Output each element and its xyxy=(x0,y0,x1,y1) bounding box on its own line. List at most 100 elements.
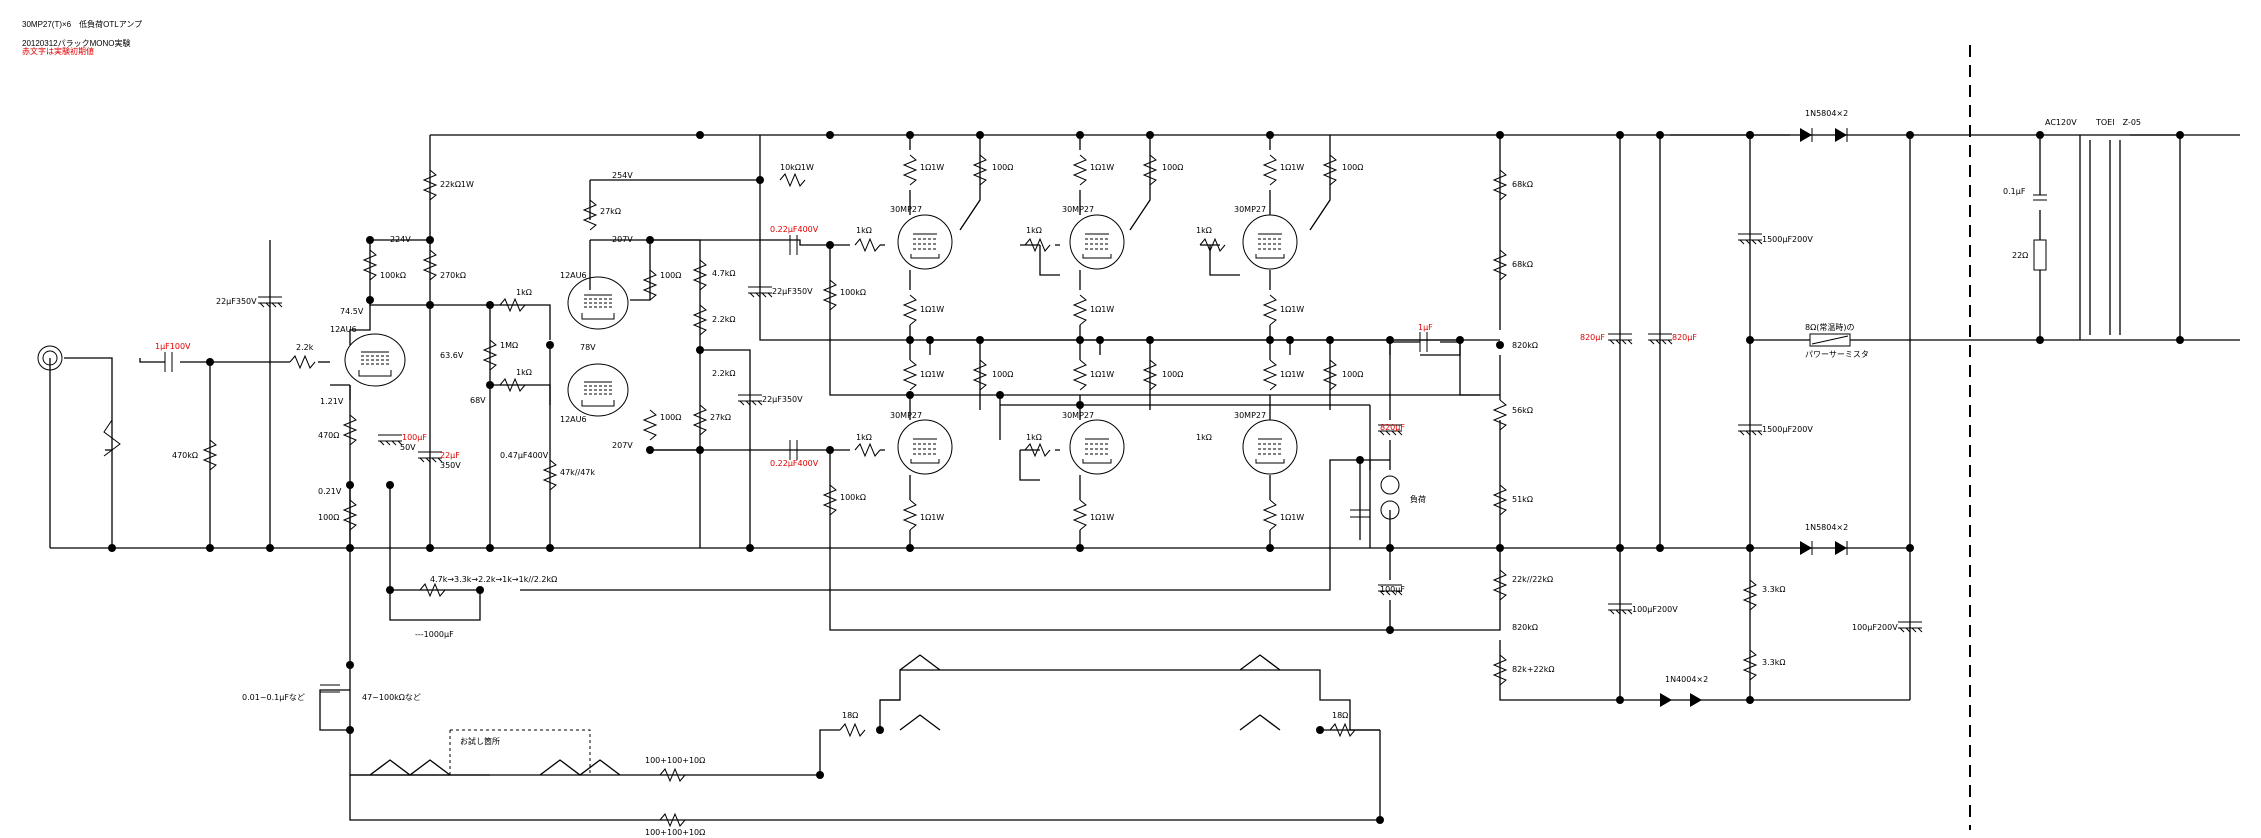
svg-text:470Ω: 470Ω xyxy=(318,431,339,440)
svg-text:1MΩ: 1MΩ xyxy=(500,341,518,350)
svg-text:1kΩ: 1kΩ xyxy=(1196,433,1212,442)
trial-box xyxy=(449,729,591,775)
svg-text:100kΩ: 100kΩ xyxy=(380,271,406,280)
svg-text:100Ω: 100Ω xyxy=(318,513,339,522)
svg-text:207V: 207V xyxy=(612,235,633,244)
svg-text:68kΩ: 68kΩ xyxy=(1512,260,1533,269)
svg-text:30MP27: 30MP27 xyxy=(1062,411,1094,420)
svg-text:1Ω1W: 1Ω1W xyxy=(1280,305,1304,314)
svg-text:0.22μF400V: 0.22μF400V xyxy=(770,459,819,468)
svg-text:30MP27: 30MP27 xyxy=(1234,205,1266,214)
svg-text:82k+22kΩ: 82k+22kΩ xyxy=(1512,665,1554,674)
svg-text:27kΩ: 27kΩ xyxy=(710,413,731,422)
svg-text:1kΩ: 1kΩ xyxy=(1026,226,1042,235)
svg-text:1kΩ: 1kΩ xyxy=(516,288,532,297)
svg-text:1Ω1W: 1Ω1W xyxy=(1090,163,1114,172)
svg-text:100μF: 100μF xyxy=(402,433,427,442)
svg-text:820μF: 820μF xyxy=(1672,333,1697,342)
svg-text:74.5V: 74.5V xyxy=(340,307,364,316)
svg-text:68V: 68V xyxy=(470,396,486,405)
svg-text:100Ω: 100Ω xyxy=(992,370,1013,379)
svg-text:50V: 50V xyxy=(400,443,416,452)
svg-text:224V: 224V xyxy=(390,235,411,244)
svg-text:22μF350V: 22μF350V xyxy=(216,297,257,306)
subtitle-experiment: 20120312パラックMONO実験 xyxy=(22,39,131,48)
svg-text:18Ω: 18Ω xyxy=(842,711,858,720)
svg-text:100kΩ: 100kΩ xyxy=(840,288,866,297)
svg-text:TOEI Z-05: TOEI Z-05 xyxy=(2095,118,2141,127)
resistor-22ohm xyxy=(2033,239,2047,271)
svg-text:0.47μF400V: 0.47μF400V xyxy=(500,451,549,460)
svg-text:820μF: 820μF xyxy=(1380,423,1405,432)
svg-text:4.7k→3.3k→2.2k→1k→1k//2.2kΩ: 4.7k→3.3k→2.2k→1k→1k//2.2kΩ xyxy=(430,575,557,584)
svg-text:1kΩ: 1kΩ xyxy=(856,226,872,235)
svg-text:47~100kΩなど: 47~100kΩなど xyxy=(362,693,421,702)
electrolytic-caps xyxy=(257,233,1923,633)
svg-text:1Ω1W: 1Ω1W xyxy=(1280,370,1304,379)
svg-text:1N4004×2: 1N4004×2 xyxy=(1665,675,1708,684)
svg-text:22kΩ1W: 22kΩ1W xyxy=(440,180,474,189)
svg-text:207V: 207V xyxy=(612,441,633,450)
svg-text:3.3kΩ: 3.3kΩ xyxy=(1762,658,1785,667)
svg-text:2.2kΩ: 2.2kΩ xyxy=(712,315,735,324)
svg-text:100Ω: 100Ω xyxy=(1162,370,1183,379)
svg-text:30MP27: 30MP27 xyxy=(1234,411,1266,420)
svg-text:100Ω: 100Ω xyxy=(660,413,681,422)
svg-text:8Ω(常温時)の: 8Ω(常温時)の xyxy=(1805,323,1854,332)
svg-text:1Ω1W: 1Ω1W xyxy=(920,305,944,314)
svg-text:1Ω1W: 1Ω1W xyxy=(1090,305,1114,314)
volume-pot xyxy=(103,419,121,457)
svg-text:22Ω: 22Ω xyxy=(2012,251,2028,260)
svg-text:100μF200V: 100μF200V xyxy=(1852,623,1898,632)
svg-text:820μF: 820μF xyxy=(1580,333,1605,342)
svg-text:68kΩ: 68kΩ xyxy=(1512,180,1533,189)
svg-text:4.7kΩ: 4.7kΩ xyxy=(712,269,735,278)
svg-text:27kΩ: 27kΩ xyxy=(600,207,621,216)
svg-text:63.6V: 63.6V xyxy=(440,351,464,360)
svg-text:1.21V: 1.21V xyxy=(320,397,344,406)
svg-text:820kΩ: 820kΩ xyxy=(1512,623,1538,632)
mid-zigzag xyxy=(899,714,1281,731)
svg-text:100+100+10Ω: 100+100+10Ω xyxy=(645,828,705,837)
tubes xyxy=(344,214,1298,475)
svg-text:22k//22kΩ: 22k//22kΩ xyxy=(1512,575,1553,584)
svg-text:254V: 254V xyxy=(612,171,633,180)
svg-text:1N5804×2: 1N5804×2 xyxy=(1805,523,1848,532)
svg-text:1kΩ: 1kΩ xyxy=(1026,433,1042,442)
svg-text:1μF100V: 1μF100V xyxy=(155,342,191,351)
svg-text:1kΩ: 1kΩ xyxy=(856,433,872,442)
svg-text:お試し箇所: お試し箇所 xyxy=(460,736,500,746)
component-labels: 22kΩ1W 10kΩ1W 254V 224V 207V 207V 27kΩ 2… xyxy=(155,109,2141,837)
svg-text:30MP27: 30MP27 xyxy=(890,411,922,420)
svg-text:820kΩ: 820kΩ xyxy=(1512,341,1538,350)
svg-text:22μF350V: 22μF350V xyxy=(762,395,803,404)
svg-text:12AU6: 12AU6 xyxy=(330,325,357,334)
svg-text:30MP27: 30MP27 xyxy=(1062,205,1094,214)
svg-text:18Ω: 18Ω xyxy=(1332,711,1348,720)
svg-text:56kΩ: 56kΩ xyxy=(1512,406,1533,415)
svg-text:1Ω1W: 1Ω1W xyxy=(920,370,944,379)
svg-text:350V: 350V xyxy=(440,461,461,470)
svg-text:1500μF200V: 1500μF200V xyxy=(1762,235,1813,244)
svg-text:1kΩ: 1kΩ xyxy=(1196,226,1212,235)
svg-text:30MP27: 30MP27 xyxy=(890,205,922,214)
svg-text:1kΩ: 1kΩ xyxy=(516,368,532,377)
svg-text:51kΩ: 51kΩ xyxy=(1512,495,1533,504)
svg-text:パワーサーミスタ: パワーサーミスタ xyxy=(1805,350,1869,359)
svg-text:0.1μF: 0.1μF xyxy=(2003,187,2026,196)
svg-text:78V: 78V xyxy=(580,343,596,352)
svg-text:負荷: 負荷 xyxy=(1410,494,1426,504)
svg-text:1Ω1W: 1Ω1W xyxy=(920,163,944,172)
page-title: 30MP27(T)×6 低負荷OTLアンプ xyxy=(22,20,143,29)
thermistor xyxy=(1809,333,1851,347)
svg-text:2.2kΩ: 2.2kΩ xyxy=(712,369,735,378)
svg-text:1Ω1W: 1Ω1W xyxy=(920,513,944,522)
input-jack xyxy=(37,345,63,371)
subtitle-note: 赤文字は実験初期値 xyxy=(22,47,94,56)
svg-text:1Ω1W: 1Ω1W xyxy=(1090,513,1114,522)
svg-text:1μF: 1μF xyxy=(1418,323,1433,332)
svg-text:100Ω: 100Ω xyxy=(1342,370,1363,379)
svg-text:47k//47k: 47k//47k xyxy=(560,468,595,477)
svg-text:3.3kΩ: 3.3kΩ xyxy=(1762,585,1785,594)
